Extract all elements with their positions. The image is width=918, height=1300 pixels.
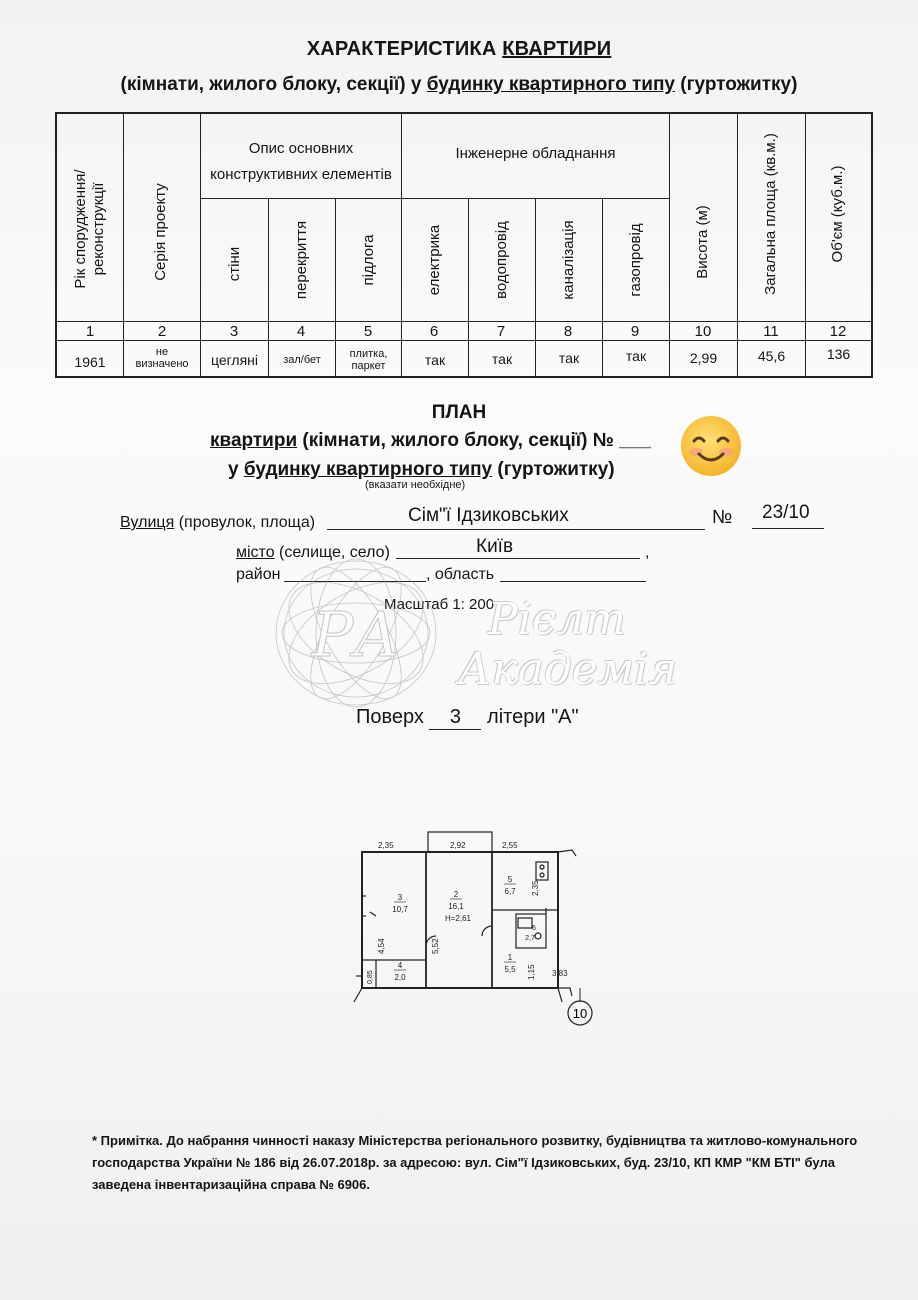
col-number: 11 [763,323,779,340]
value-walls: цегляні [210,352,259,368]
city-label: місто (селище, село) [236,544,390,561]
value-sewage: так [558,350,580,366]
col-header-series: Серія проекту [152,183,169,281]
dim-label: 2,35 [531,880,540,896]
col-number: 12 [829,323,847,340]
region-label: , область [426,566,495,583]
axis-label: 10 [573,1006,587,1021]
plan-line-apartment: квартири (кімнати, жилого блоку, секції)… [210,430,651,451]
room-number: 4 [398,961,403,970]
col-number: 6 [429,323,439,340]
dim-label: 2,35 [378,841,394,850]
col-number: 5 [363,323,373,340]
room-number: 6 [532,925,536,932]
street-value: Сім"ї Ідзиковських [408,505,569,526]
col-header-engineering: Інженерне обладнання [455,145,616,162]
plan-note: (вказати необхідне) [365,479,466,491]
col-header-electricity: електрика [426,224,443,296]
value-electricity: так [424,352,446,368]
svg-text:РА: РА [311,598,401,671]
value-volume: 136 [826,346,851,362]
footnote: * Примітка. До набрання чинності наказу … [92,1133,858,1192]
room-area: 6,7 [504,887,516,896]
col-header-gas: газопровід [627,223,644,297]
room-number: 2 [454,890,459,899]
room-number: 3 [398,893,403,902]
room-height: H=2,61 [445,914,472,923]
dim-label: 4,54 [377,938,386,954]
dim-label: 2,92 [450,841,466,850]
value-series: не визначено [135,346,189,370]
number-label: № [712,507,733,528]
value-height: 2,99 [689,350,718,366]
value-year: 1961 [74,354,106,370]
room-area: 2,0 [394,973,406,982]
value-total-area: 45,6 [757,348,786,364]
document-title: ХАРАКТЕРИСТИКА КВАРТИРИ [306,38,612,60]
col-number: 7 [496,323,506,340]
dim-label: 5,52 [431,938,440,954]
value-water: так [491,351,513,367]
plan-line-building: у будинку квартирного типу (гуртожитку) [228,459,615,480]
col-header-total-area: Загальна площа (кв.м.) [762,133,779,295]
apartment-characteristics-table: Рік спорудження/ реконструкції Серія про… [55,112,873,378]
room-number: 1 [508,953,513,962]
city-value: Київ [476,536,514,557]
col-header-floor: підлога [360,234,377,286]
col-header-walls: стіни [226,246,243,282]
col-header-year: Рік спорудження/ реконструкції [72,169,107,289]
dim-label: 2,55 [502,841,518,850]
document-subtitle: (кімнати, жилого блоку, секції) у будинк… [120,74,798,95]
col-number: 2 [157,323,167,340]
dim-label: 1,15 [527,964,536,980]
floor-plan-drawing: 10 2,35 2,92 2,55 2,35 4,54 5,52 0,85 1,… [353,831,593,1026]
value-floor: плитка, паркет [349,348,388,372]
col-header-height: Висота (м) [694,205,711,279]
city-comma: , [645,544,650,561]
col-header-structure: Опис основних конструктивних елементів [210,140,392,183]
value-gas: так [625,348,647,364]
street-label: Вулиця (провулок, площа) [120,514,316,531]
col-number: 9 [630,323,640,340]
col-number: 10 [694,323,712,340]
smiley-emoji-icon [681,416,741,476]
col-number: 8 [563,323,573,340]
watermark-stamp: РА [275,558,437,708]
room-area: 2,7 [525,935,535,942]
col-header-ceiling: перекриття [293,220,310,300]
axis-marker [567,1000,593,1026]
floor-line: Поверх 3 літери "А" [356,706,579,730]
value-ceiling: зал/бет [283,354,321,366]
col-number: 3 [229,323,239,340]
district-label: район [236,566,281,583]
plan-title: ПЛАН [431,402,487,423]
col-header-sewage: каналізація [560,220,577,300]
scale-label: Масштаб 1: 200 [384,596,495,613]
watermark-text: Рієлт Академія [458,594,678,695]
room-area: 16,1 [448,902,464,911]
room-area: 5,5 [504,965,516,974]
col-number: 1 [85,323,95,340]
col-header-water: водопровід [493,221,510,299]
house-number-value: 23/10 [762,502,810,523]
col-number: 4 [296,323,306,340]
dim-label: 0,85 [367,970,374,984]
room-area: 10,7 [392,905,408,914]
dim-label: 3,83 [552,969,568,978]
room-number: 5 [508,875,513,884]
col-header-volume: Об'єм (куб.м.) [829,165,846,263]
